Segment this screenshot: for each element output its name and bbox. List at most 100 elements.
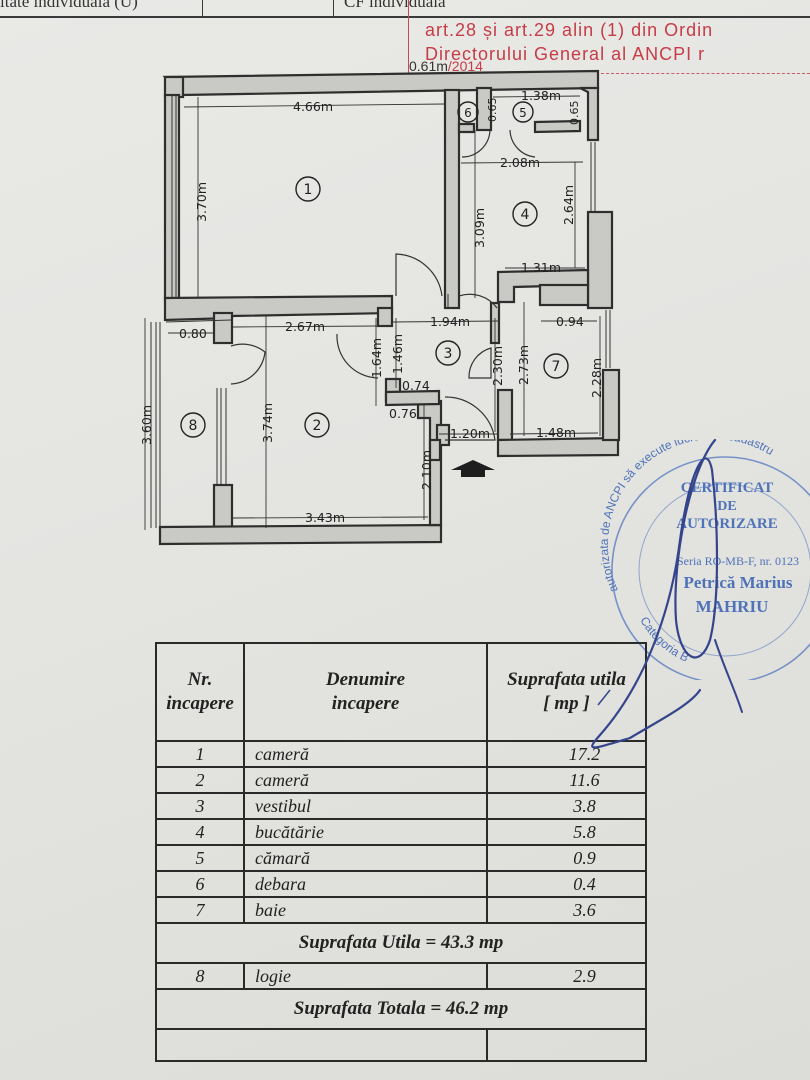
row-area: 17.2	[486, 740, 647, 768]
room-label-2: 2	[313, 418, 322, 434]
row-nr: 8	[155, 962, 245, 990]
dimension-0-74: 0.74	[402, 378, 430, 393]
stamp-series: Seria RO-MB-F, nr. 0123	[677, 554, 799, 568]
date-year: /2014	[447, 58, 483, 74]
stamp-name-1: Petrică Marius	[683, 573, 792, 592]
row-area: 5.8	[486, 818, 647, 846]
dimension-3-70: 3.70m	[194, 182, 209, 222]
stamp-title-1: CERTIFICAT	[681, 480, 774, 496]
dimension-3-09: 3.09m	[472, 208, 487, 248]
dimension-2-28: 2.28m	[589, 358, 604, 398]
header-name-line2: incapere	[331, 693, 400, 714]
door-swings	[230, 129, 536, 441]
row-nr: 3	[155, 792, 245, 820]
header-area-line2: [ mp ]	[543, 693, 590, 714]
room-marker-8	[180, 412, 206, 438]
dimension-1-48: 1.48m	[536, 425, 576, 440]
dimension-2-08: 2.08m	[500, 155, 540, 170]
room-label-3: 3	[444, 346, 453, 362]
walls	[158, 69, 621, 546]
dimension-1-31: 1.31m	[521, 260, 561, 275]
dimension-2-64: 2.64m	[561, 185, 576, 225]
row-nr: 4	[155, 818, 245, 846]
row-name: cameră	[243, 766, 488, 794]
room-label-6: 6	[464, 106, 472, 120]
room-label-1: 1	[304, 182, 313, 198]
room-label-8: 8	[189, 418, 198, 434]
row-name: bucătărie	[243, 818, 488, 846]
dimension-3-74: 3.74m	[260, 403, 275, 443]
previous-table-strip: itate individuala (U) CF individuala	[0, 0, 810, 18]
row-area: 0.9	[486, 844, 647, 872]
row-name: baie	[243, 896, 488, 924]
dimension-0-80: 0.80	[179, 326, 207, 341]
dimension-1-94: 1.94m	[430, 314, 470, 329]
dimension-0-94: 0.94	[556, 314, 584, 329]
room-markers	[180, 101, 569, 438]
row-nr: 7	[155, 896, 245, 924]
room-label-7: 7	[552, 359, 561, 375]
table-row-partial	[155, 1028, 647, 1062]
dimension-2-67: 2.67m	[285, 319, 325, 334]
room-label-4: 4	[521, 207, 530, 223]
dimension-1-46: 1.46m	[390, 334, 405, 374]
total-suprafata: Suprafata Totala = 46.2 mp	[155, 988, 647, 1030]
dimension-2-30: 2.30m	[490, 346, 505, 386]
dimension-lines	[144, 95, 601, 530]
header-area: Suprafata utila [ mp ]	[486, 642, 647, 742]
row-area: 0.4	[486, 870, 647, 898]
header-nr-line2: incapere	[166, 693, 234, 714]
dimension-labels: 4.66m 3.70m 0.65 1.38m 0.65 2.08m 3.09m …	[139, 88, 604, 525]
entrance-arrow-icon	[451, 460, 495, 477]
dimension-0-65-debara: 0.65	[486, 98, 499, 123]
room-marker-2	[304, 412, 330, 438]
dimension-061: 0.61m	[409, 58, 448, 74]
strip-cell-2	[203, 0, 334, 16]
strip-cell-1: itate individuala (U)	[0, 0, 203, 16]
legal-note-line-1: art.28 și art.29 alin (1) din Ordin	[425, 20, 714, 40]
row-name: cameră	[243, 740, 488, 768]
dimension-2-10: 2.10m	[419, 450, 434, 490]
stamp-title-2: DE	[717, 499, 736, 514]
dimension-0-76: 0.76	[389, 406, 417, 421]
dimension-3-43: 3.43m	[305, 510, 345, 525]
total-row: Suprafata Totala = 46.2 mp	[155, 988, 647, 1030]
row-name: vestibul	[243, 792, 488, 820]
dimension-1-64: 1.64m	[369, 338, 384, 378]
dimension-1-20: 1.20m	[450, 426, 490, 441]
room-label-5: 5	[519, 106, 527, 120]
dimension-2-73: 2.73m	[516, 345, 531, 385]
legal-note-line-2: Directorului General al ANCPI r	[425, 44, 706, 64]
dimension-0-65-camara: 0.65	[568, 101, 581, 126]
partial-cell-right	[486, 1028, 647, 1062]
legal-note-date: 0.61m/2014	[409, 58, 483, 74]
row-nr: 5	[155, 844, 245, 872]
subtotal-utila: Suprafata Utila = 43.3 mp	[155, 922, 647, 964]
row-area: 11.6	[486, 766, 647, 794]
windows	[150, 96, 611, 528]
row-area: 3.6	[486, 896, 647, 924]
room-marker-7	[543, 353, 569, 379]
row-area: 2.9	[486, 962, 647, 990]
row-area: 3.8	[486, 792, 647, 820]
dimension-1-38: 1.38m	[521, 88, 561, 103]
stamp-title-3: AUTORIZARE	[676, 516, 777, 532]
dimension-3-60: 3.60m	[139, 405, 154, 445]
header-nr: Nr.incapere	[155, 642, 245, 742]
row-name: debara	[243, 870, 488, 898]
header-area-line1: Suprafata utila	[507, 669, 626, 690]
room-marker-3	[435, 340, 461, 366]
legal-note-box	[408, 0, 810, 75]
room-marker-6	[457, 101, 479, 123]
